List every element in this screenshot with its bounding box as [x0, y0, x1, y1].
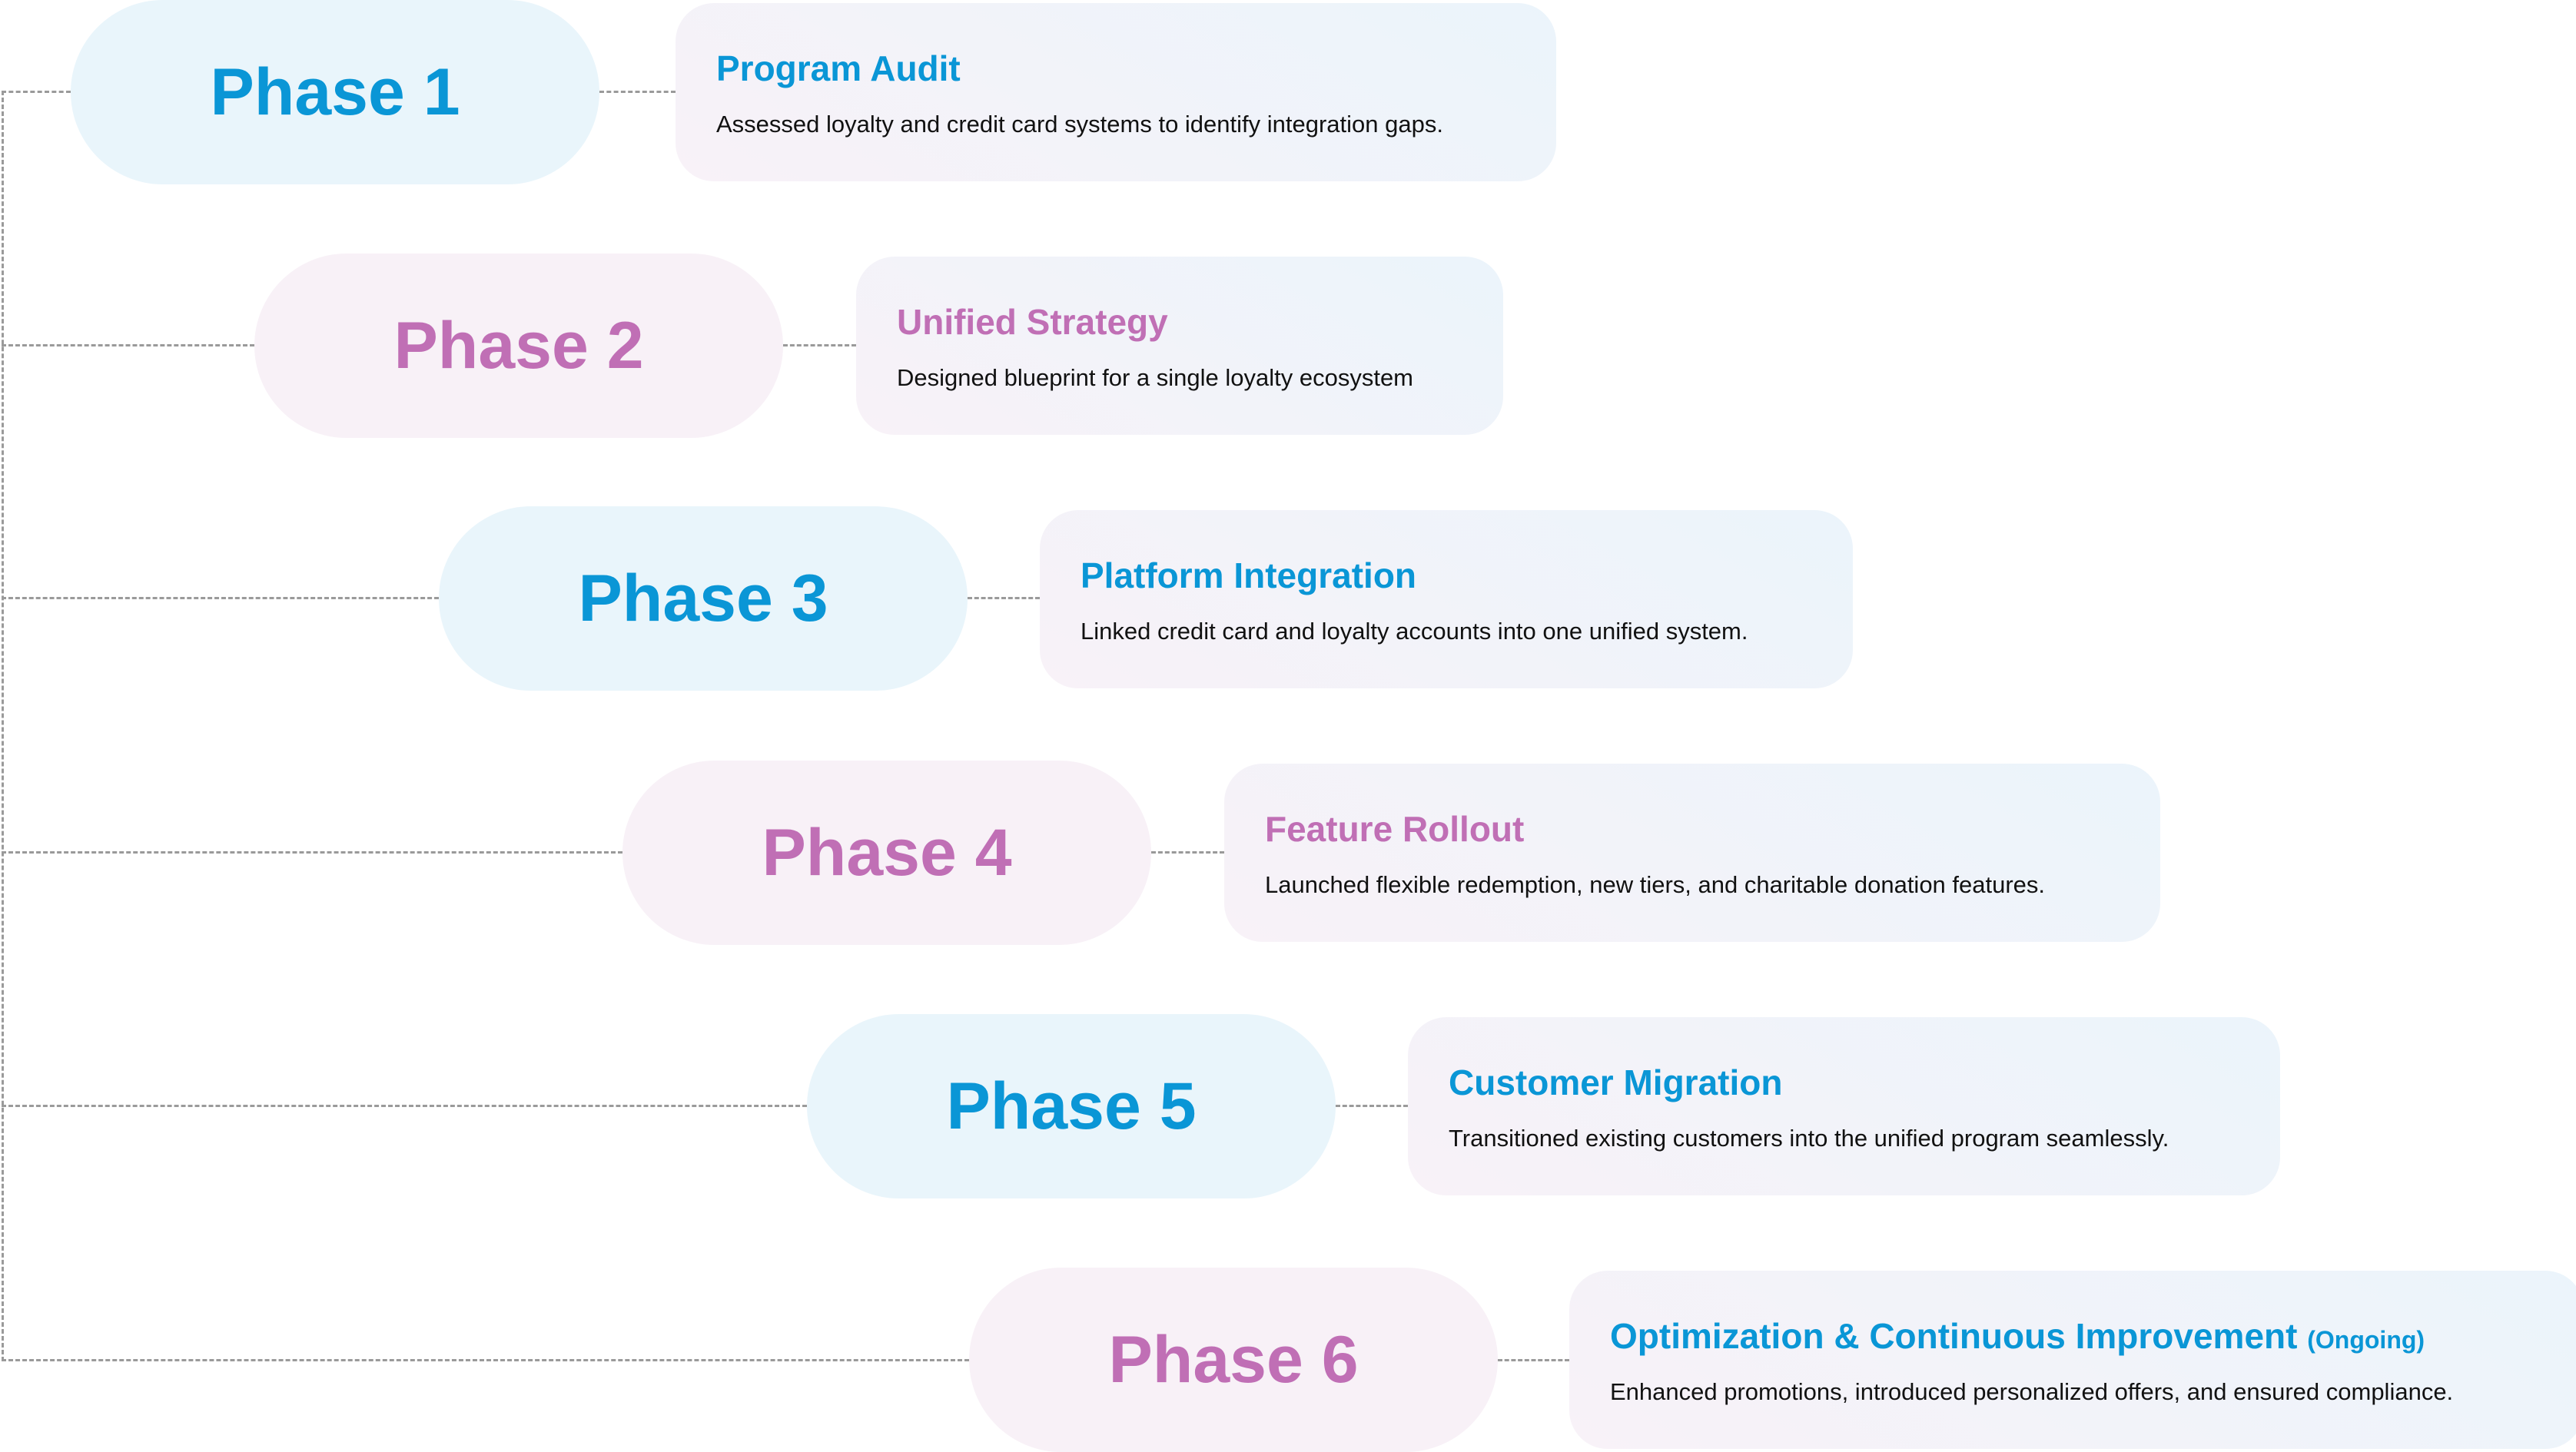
connector-line [2, 851, 622, 854]
phase-description: Linked credit card and loyalty accounts … [1081, 618, 1748, 645]
phase-title: Optimization & Continuous Improvement (O… [1610, 1315, 2425, 1357]
connector-line [599, 91, 676, 93]
phase-5-card: Customer Migration Transitioned existing… [1408, 1017, 2280, 1195]
connector-line [1336, 1105, 1408, 1107]
phase-3-card: Platform Integration Linked credit card … [1040, 510, 1853, 688]
phase-description: Assessed loyalty and credit card systems… [716, 111, 1443, 138]
phase-description: Transitioned existing customers into the… [1449, 1125, 2169, 1152]
phase-description: Enhanced promotions, introduced personal… [1610, 1378, 2454, 1405]
timeline-connector [2, 91, 4, 1361]
phase-3-pill: Phase 3 [439, 506, 968, 691]
phase-5-pill: Phase 5 [807, 1014, 1336, 1198]
phase-4-card: Feature Rollout Launched flexible redemp… [1224, 764, 2160, 942]
phase-label: Phase 6 [1108, 1322, 1359, 1397]
phase-title: Unified Strategy [897, 302, 1168, 342]
connector-line [2, 91, 71, 93]
phase-6-card: Optimization & Continuous Improvement (O… [1569, 1271, 2576, 1449]
phase-description: Designed blueprint for a single loyalty … [897, 364, 1414, 391]
phase-label: Phase 3 [578, 561, 828, 635]
connector-line [1498, 1359, 1569, 1361]
phase-label: Phase 5 [946, 1069, 1197, 1143]
phase-title: Platform Integration [1081, 555, 1417, 595]
phase-2-pill: Phase 2 [254, 254, 783, 438]
phase-title: Feature Rollout [1265, 809, 1525, 849]
connector-line [2, 1359, 969, 1361]
phase-label: Phase 1 [210, 55, 460, 129]
phase-6-pill: Phase 6 [969, 1268, 1498, 1452]
phase-label: Phase 2 [393, 308, 644, 383]
phase-title-text: Optimization & Continuous Improvement [1610, 1316, 2298, 1356]
connector-line [2, 1105, 807, 1107]
phase-4-pill: Phase 4 [622, 761, 1151, 945]
connector-line [968, 597, 1040, 599]
phase-title: Program Audit [716, 48, 961, 88]
phase-description: Launched flexible redemption, new tiers,… [1265, 871, 2046, 898]
phase-1-card: Program Audit Assessed loyalty and credi… [676, 3, 1556, 181]
phase-title: Customer Migration [1449, 1062, 1783, 1102]
connector-line [1151, 851, 1224, 854]
phase-1-pill: Phase 1 [71, 0, 599, 184]
phase-title-tag: (Ongoing) [2307, 1326, 2425, 1354]
phase-label: Phase 4 [762, 815, 1012, 890]
connector-line [2, 597, 439, 599]
phase-2-card: Unified Strategy Designed blueprint for … [856, 257, 1503, 435]
connector-line [2, 344, 254, 346]
connector-line [783, 344, 856, 346]
